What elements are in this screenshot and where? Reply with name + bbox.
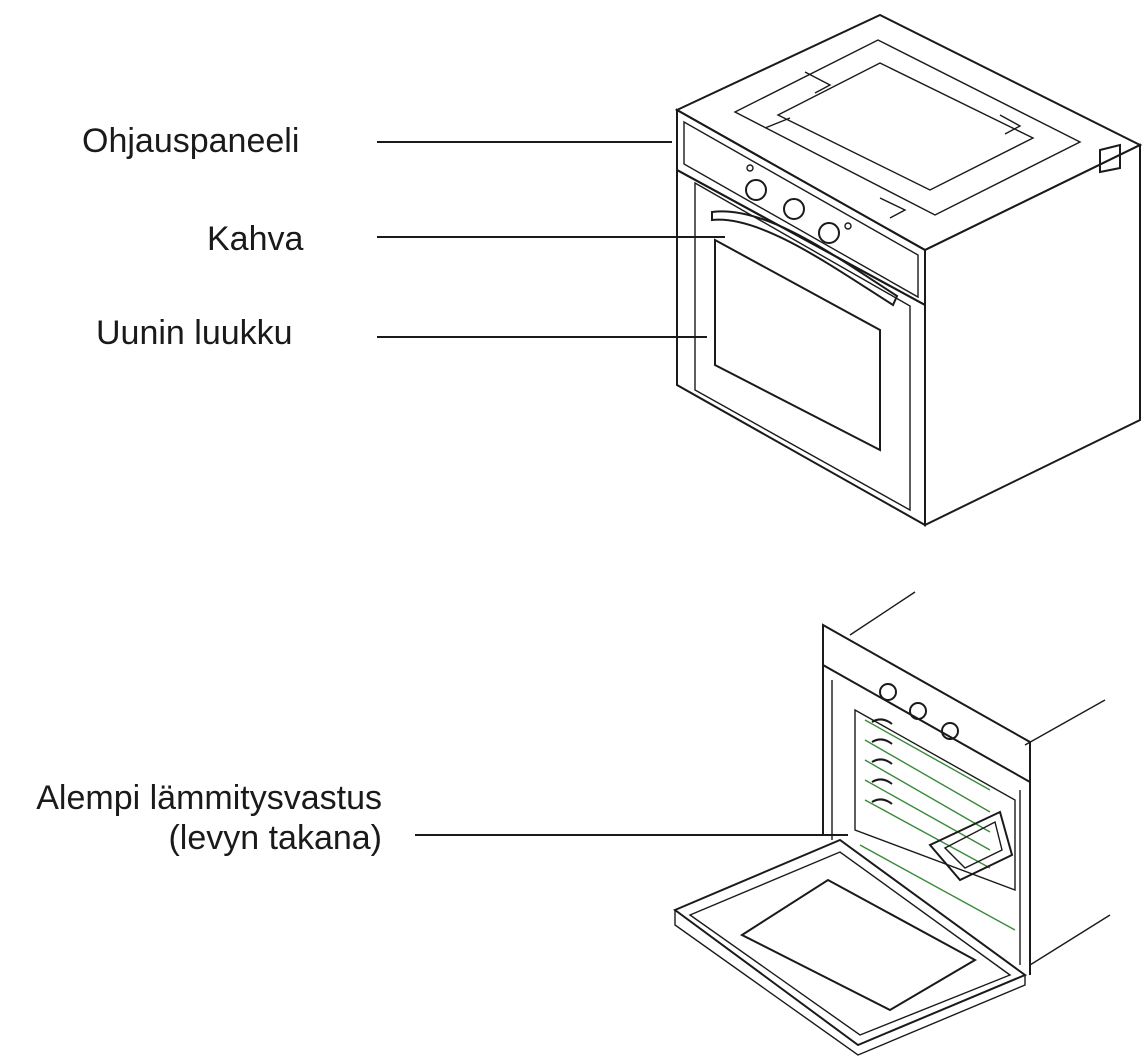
oven-open-illustration	[672, 591, 1111, 1056]
label-lower-heating-element: Alempi lämmitysvastus (levyn takana)	[6, 778, 382, 858]
label-lower-heating-element-line1: Alempi lämmitysvastus	[36, 779, 382, 817]
label-handle: Kahva	[207, 220, 304, 258]
label-lower-heating-element-line2: (levyn takana)	[168, 819, 382, 857]
oven-closed-illustration	[674, 13, 1143, 527]
label-control-panel: Ohjauspaneeli	[82, 122, 300, 160]
label-oven-door: Uunin luukku	[96, 314, 293, 352]
